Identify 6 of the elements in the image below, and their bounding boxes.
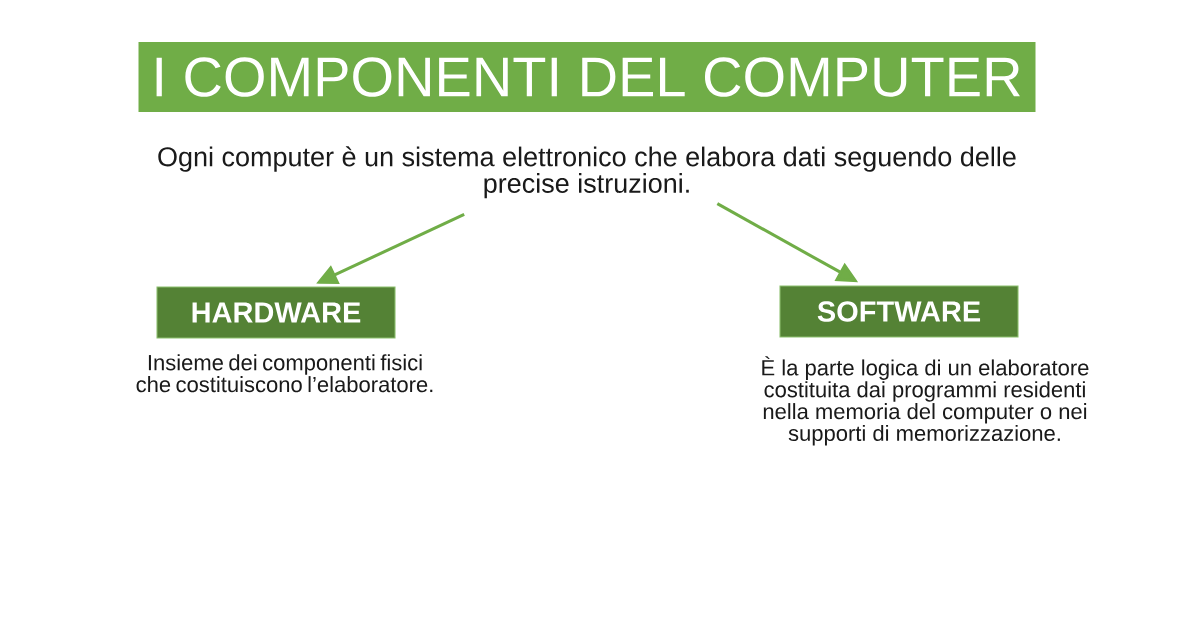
category-box: HARDWARE xyxy=(156,286,396,339)
description-text: È la parte logica di un elaboratore costituita dai programmi residenti nella memoria del computer o nei supporti di memorizzazione. xyxy=(762,356,1089,446)
intro-text: Ogni computer è un sistema elettronico che elabora dati seguendo delle precise istruzioni. xyxy=(158,146,1016,199)
category-box: SOFTWARE xyxy=(779,285,1019,338)
title-banner: I COMPONENTI DEL COMPUTER xyxy=(138,42,1036,112)
description-text: Insieme dei componenti fisici che costituiscono l’elaboratore. xyxy=(136,354,433,393)
